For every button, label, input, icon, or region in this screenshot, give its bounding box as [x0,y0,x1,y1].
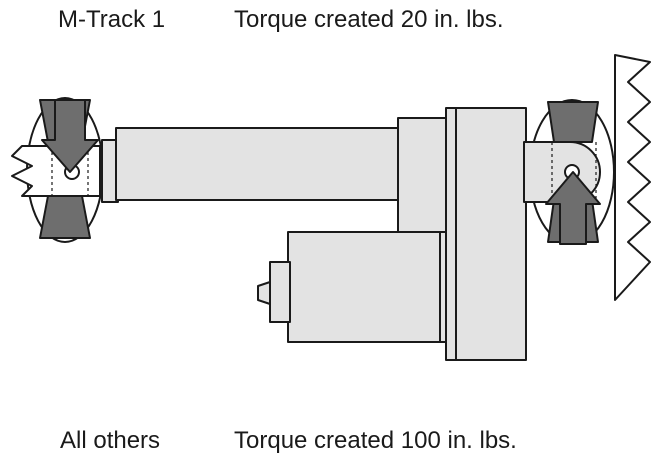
left-clamp-bottom [39,195,91,239]
gearbox-front [397,117,447,233]
label-torque-100: Torque created 100 in. lbs. [234,427,517,454]
motor-nub [257,281,271,305]
label-all-others: All others [60,427,161,454]
label-torque-20: Torque created 20 in. lbs. [234,6,504,33]
wall [614,54,651,301]
main-tube [115,127,407,201]
gearbox-body [445,107,527,361]
arrow-down-icon [41,99,99,173]
label-m-track: M-Track 1 [58,6,166,33]
motor-endcap [269,261,291,323]
arrow-up-icon [545,171,601,245]
right-clamp-top [547,101,599,143]
motor-housing [287,231,449,343]
